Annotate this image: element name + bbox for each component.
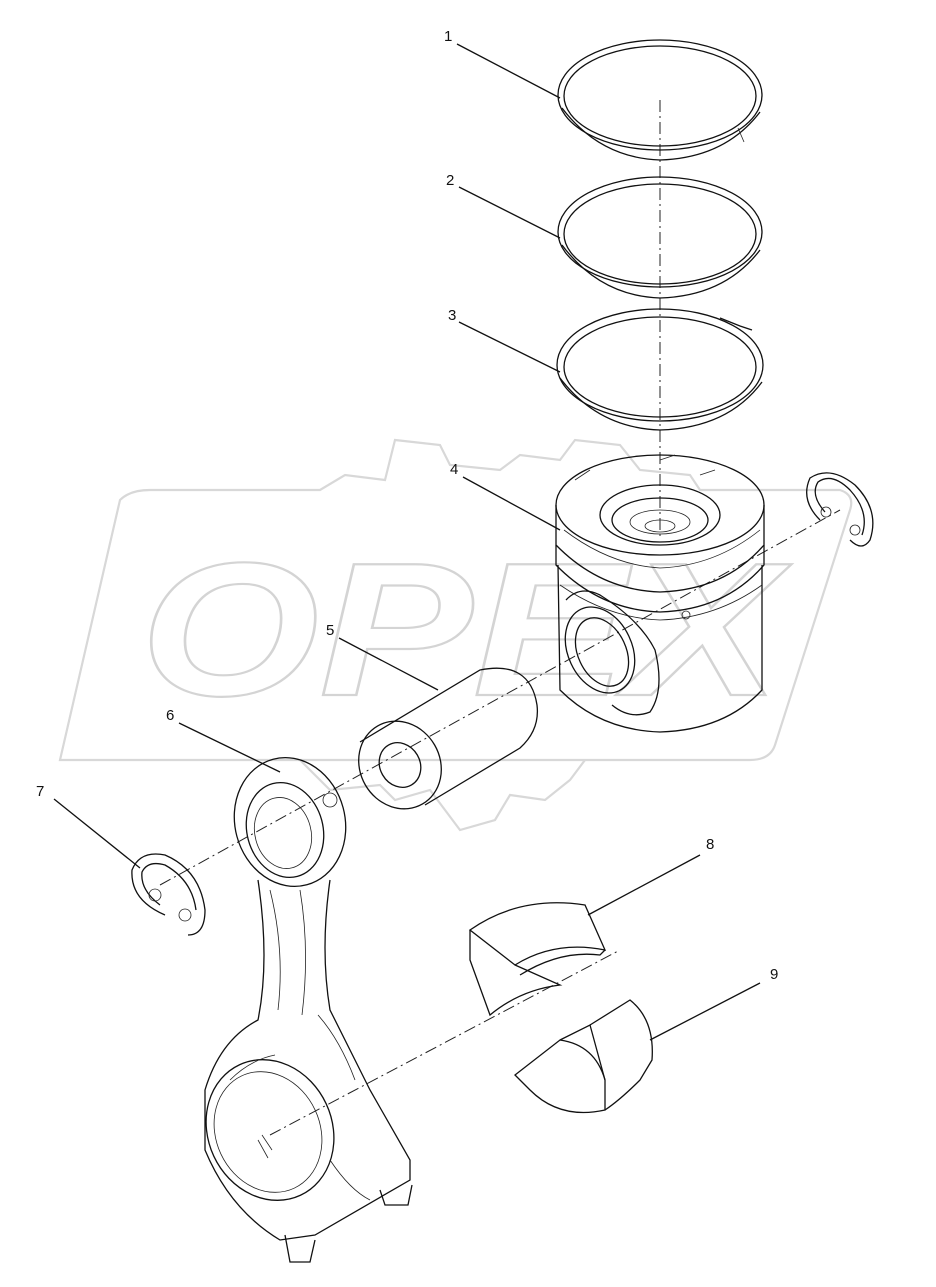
callout-6: 6 <box>166 707 174 724</box>
part-3-ring <box>556 308 764 431</box>
callout-7: 7 <box>36 783 44 800</box>
callout-9: 9 <box>770 966 778 983</box>
leader-lines <box>53 43 761 1041</box>
big-end-axis <box>269 949 621 1136</box>
pin-axis <box>159 509 841 886</box>
part-5-piston-pin <box>358 667 539 810</box>
callouts: 1 2 3 4 5 6 7 8 9 <box>36 28 778 983</box>
snap-ring-right <box>806 472 874 547</box>
callout-1: 1 <box>444 28 452 45</box>
callout-2: 2 <box>446 172 454 189</box>
part-2-ring <box>557 176 763 299</box>
callout-5: 5 <box>326 622 334 639</box>
part-4-piston <box>555 454 765 733</box>
part-1-ring <box>557 39 763 161</box>
part-7-snap-ring <box>131 853 206 936</box>
callout-8: 8 <box>706 836 714 853</box>
part-6-connecting-rod <box>204 756 413 1263</box>
watermark-text: OPEX <box>140 524 792 736</box>
part-9-bearing-shell <box>514 999 653 1114</box>
callout-3: 3 <box>448 307 456 324</box>
callout-4: 4 <box>450 461 458 478</box>
part-8-bearing-shell <box>468 902 607 1017</box>
watermark: OPEX <box>58 438 853 832</box>
